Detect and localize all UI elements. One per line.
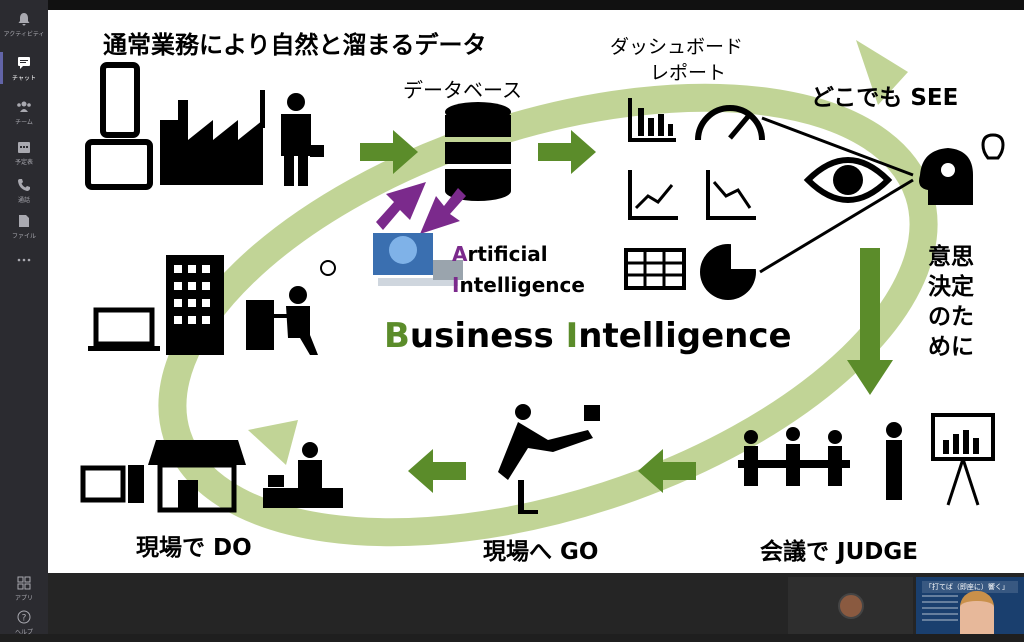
ai-initial-i: I: [452, 273, 460, 297]
rail-label: 予定表: [14, 158, 33, 166]
presenter-video: [960, 591, 994, 634]
eye-icon: [803, 157, 893, 203]
thinking-head-icon: [919, 133, 1005, 205]
slide-graphics: [80, 40, 1005, 547]
cashier-icon: [263, 442, 343, 508]
bi-ntelligence: ntelligence: [578, 316, 792, 356]
participant-video-2[interactable]: 「打てば（即座に）響く」: [916, 577, 1024, 634]
building-icon: [166, 255, 224, 355]
do-label: 現場で DO: [136, 535, 252, 561]
ai-rest-intelligence: ntelligence: [459, 273, 585, 297]
ai-rest-artificial: rtificial: [467, 242, 548, 266]
rail-item-activity[interactable]: アクティビティ: [0, 4, 48, 44]
factory-icon: [160, 100, 263, 185]
phone-icon: [13, 177, 35, 193]
apps-icon: [13, 575, 35, 591]
slide-text-lines: [922, 595, 958, 625]
rail-label: 通話: [17, 196, 30, 204]
shared-slide: 通常業務により自然と溜まるデータ データベース ダッシュボード レポート どこで…: [48, 10, 1024, 573]
bell-icon: [13, 11, 35, 27]
chat-icon: [13, 55, 35, 71]
ai-label-intelligence: Intelligence: [452, 273, 585, 297]
rail-label: チーム: [15, 118, 33, 126]
business-intelligence-label: Business Intelligence: [384, 316, 792, 356]
pie-chart-icon: [700, 241, 759, 300]
table-icon: [624, 248, 686, 290]
tablet-icon: [85, 139, 153, 190]
ai-initial-a: A: [452, 242, 468, 266]
gauge-icon: [695, 105, 765, 141]
ai-label-artificial: Artificial: [452, 242, 548, 266]
bi-initial-b: B: [384, 316, 410, 356]
avatar: [837, 592, 864, 619]
rail-item-calls[interactable]: 通話: [0, 170, 48, 210]
rail-item-apps[interactable]: アプリ: [0, 568, 48, 608]
arrow-to-dashboard: [538, 130, 596, 174]
phone-icon: [100, 62, 140, 138]
meeting-icon: [738, 427, 850, 486]
arrow-to-go: [638, 449, 696, 493]
rail-label: アプリ: [14, 594, 33, 602]
calendar-icon: [13, 139, 35, 155]
judge-label: 会議で JUDGE: [760, 539, 918, 565]
help-icon: ?: [13, 609, 35, 625]
dashboard-label: ダッシュボード: [610, 36, 744, 58]
office-worker-icon: [246, 260, 336, 355]
ai-database-arrows: [376, 182, 466, 234]
rail-item-files[interactable]: ファイル: [0, 206, 48, 246]
participant-video-1[interactable]: [788, 577, 913, 634]
rail-item-chat[interactable]: チャット: [0, 48, 48, 88]
rail-label: チャット: [12, 74, 36, 82]
worker-icon: [260, 90, 324, 186]
bar-chart-icon: [628, 98, 676, 142]
app-rail: アクティビティ チャット チーム 予定表 通話 ファイル アプリ ? ヘルプ: [0, 0, 48, 636]
report-label: レポート: [650, 62, 727, 84]
line-up-chart-icon: [628, 170, 678, 220]
rail-item-calendar[interactable]: 予定表: [0, 132, 48, 172]
runner-icon: [498, 404, 600, 514]
database-label: データベース: [403, 78, 522, 102]
teams-icon: [13, 99, 35, 115]
file-icon: [13, 213, 35, 229]
rail-item-help[interactable]: ? ヘルプ: [0, 602, 48, 642]
ai-robot-icon: [373, 233, 463, 286]
rail-item-teams[interactable]: チーム: [0, 92, 48, 132]
arrow-to-database: [360, 130, 418, 174]
participant-strip: 「打てば（即座に）響く」: [48, 573, 1024, 634]
arrow-to-do: [408, 449, 466, 493]
stage-top-border: [48, 0, 1024, 10]
database-icon: [445, 102, 511, 201]
go-label: 現場へ GO: [483, 539, 599, 565]
rail-item-more[interactable]: [0, 240, 48, 280]
see-label: どこでも SEE: [811, 85, 959, 111]
rail-label: アクティビティ: [3, 30, 45, 38]
more-icon: [13, 252, 35, 268]
decide-label: 意思決定のために: [928, 244, 974, 360]
slide-title: 通常業務により自然と溜まるデータ: [103, 31, 487, 59]
bi-initial-i: I: [565, 316, 579, 356]
presenter-icon: [886, 413, 995, 506]
svg-text:?: ?: [22, 613, 27, 623]
laptop-icon: [88, 307, 160, 351]
video-caption: 「打てば（即座に）響く」: [922, 581, 1018, 593]
rail-label: ファイル: [11, 232, 36, 240]
shop-icon: [148, 440, 246, 513]
pc-icon: [80, 465, 144, 503]
arrow-down-decide: [847, 248, 893, 395]
rail-label: ヘルプ: [14, 628, 33, 636]
bi-usiness: usiness: [409, 316, 566, 356]
line-down-chart-icon: [706, 170, 756, 220]
